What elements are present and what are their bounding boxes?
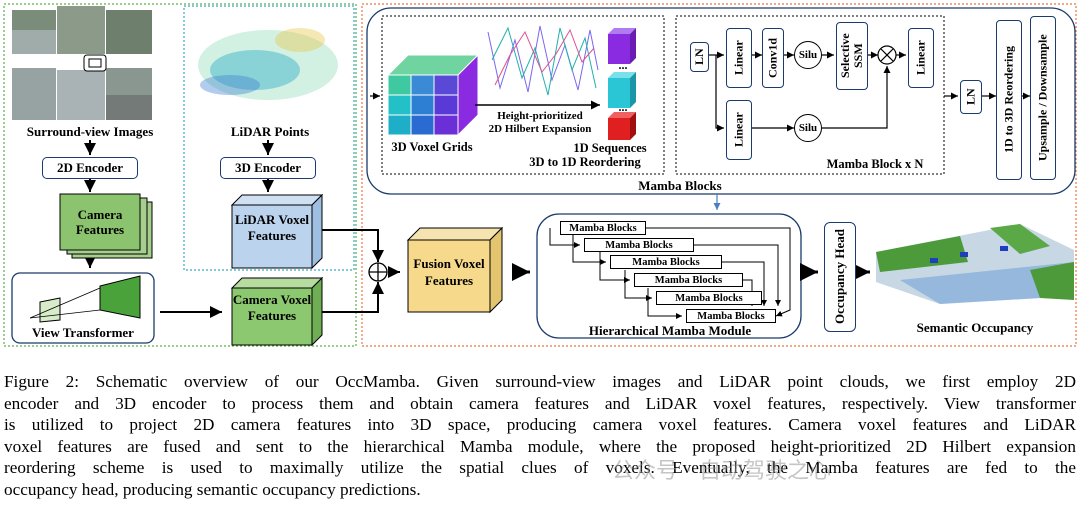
fusion-voxel-cube	[406, 226, 504, 314]
fusion-voxel-features-label: Fusion Voxel Features	[413, 256, 485, 288]
camera-voxel-features-label: Camera Voxel Features	[232, 292, 312, 323]
watermark: 公众号 · 自动驾驶之心	[612, 459, 831, 484]
hier-mamba-block-4: Mamba Blocks	[634, 273, 743, 287]
lidar-points-label: LiDAR Points	[230, 124, 310, 139]
hilbert-path	[475, 25, 600, 110]
camera-voxel-cube	[230, 276, 324, 347]
hilbert-label-1: Height-prioritized	[497, 110, 583, 122]
hier-mamba-block-1: Mamba Blocks	[560, 221, 646, 235]
ellipsis-2: ...	[618, 100, 628, 114]
lidar-voxel-cube	[230, 193, 324, 270]
linear-top-op: Linear	[731, 40, 746, 76]
encoder-3d: 3D Encoder	[220, 157, 316, 179]
selective-ssm-op: Selective SSM	[838, 33, 865, 79]
occupancy-region-border	[361, 3, 1077, 347]
ln-after-op: LN	[963, 88, 978, 106]
silu-bottom-op: Silu	[794, 114, 822, 142]
semantic-occupancy-label: Semantic Occupancy	[916, 320, 1034, 335]
sequence-cubes	[608, 28, 636, 140]
camera-features-stack	[59, 193, 153, 259]
surround-view-label: Surround-view Images	[26, 124, 154, 139]
figure-caption: Figure 2: Schematic overview of our OccM…	[4, 371, 1076, 500]
encoder-region-border	[3, 3, 357, 347]
hierarchical-title: Hierarchical Mamba Module	[588, 323, 752, 338]
caption-line: is utilized to project 2D camera feature…	[4, 415, 1076, 434]
semantic-occupancy-scene	[876, 224, 1074, 304]
lidar-voxel-features-label: LiDAR Voxel Features	[234, 212, 310, 243]
reorder-1d-3d-op: 1D to 3D Reordering	[1001, 46, 1016, 154]
linear-out-op: Linear	[913, 40, 928, 76]
caption-line: occupancy head, producing semantic occup…	[4, 479, 421, 499]
caption-line: Figure 2: Schematic overview of our OccM…	[4, 372, 1076, 391]
reorder-3d-1d-label: 3D to 1D Reordering	[529, 155, 641, 169]
occupancy-head: Occupancy Head	[832, 229, 847, 325]
upsample-downsample-op: Upsample / Downsample	[1035, 34, 1050, 162]
hilbert-label-2: 2D Hilbert Expansion	[488, 123, 592, 135]
view-transformer-label: View Transformer	[32, 325, 134, 340]
hier-mamba-block-6: Mamba Blocks	[686, 309, 776, 323]
lidar-region-border	[183, 5, 355, 271]
caption-line: encoder and 3D encoder to process them a…	[4, 393, 1076, 413]
diagram-graphics	[3, 3, 1077, 347]
mamba-block-x-n-label: Mamba Block x N	[826, 157, 924, 171]
caption-line: reordering scheme is used to maximally u…	[4, 458, 1076, 477]
silu-top-op: Silu	[794, 41, 822, 69]
hier-mamba-block-5: Mamba Blocks	[656, 291, 762, 305]
caption-line: voxel features are fused and sent to the…	[4, 436, 1076, 456]
ellipsis-1: ...	[618, 58, 628, 72]
camera-features-label: Camera Features	[75, 207, 125, 237]
mamba-block-wiring	[709, 51, 1030, 132]
hier-mamba-block-2: Mamba Blocks	[584, 238, 694, 252]
hier-mamba-block-3: Mamba Blocks	[610, 255, 722, 269]
surround-view-images	[12, 6, 152, 120]
sequences-label: 1D Sequences	[573, 141, 647, 155]
voxel-grid-cube	[386, 53, 480, 137]
mamba-blocks-title: Mamba Blocks	[638, 178, 722, 193]
encoder-2d: 2D Encoder	[42, 157, 138, 179]
lidar-point-cloud	[198, 28, 338, 100]
linear-bottom-op: Linear	[731, 112, 746, 148]
ln-op: LN	[692, 48, 706, 66]
hierarchical-wiring	[549, 227, 791, 319]
conv1d-op: Conv1d	[765, 38, 780, 79]
voxel-grids-label: 3D Voxel Grids	[391, 140, 473, 154]
